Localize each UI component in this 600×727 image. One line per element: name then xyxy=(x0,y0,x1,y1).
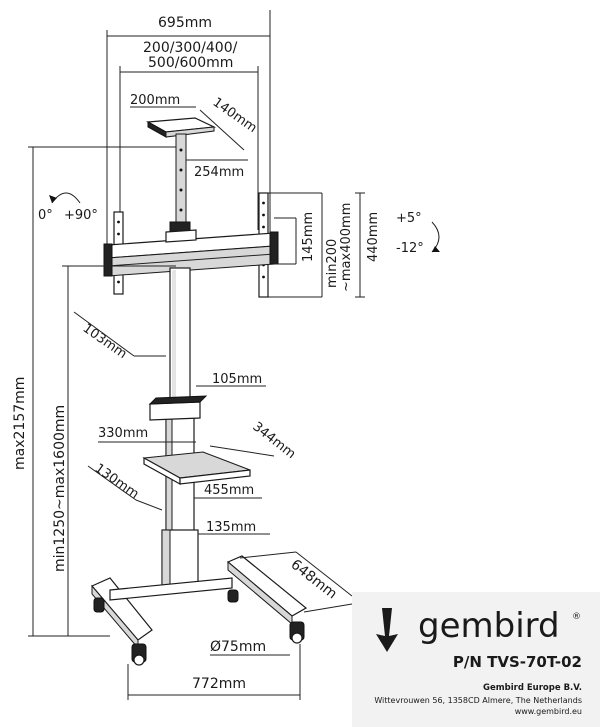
brand-registered-mark: ® xyxy=(572,612,581,622)
wheel-back-left xyxy=(93,597,105,613)
rotate-zero-label: 0° xyxy=(38,208,53,223)
dim-105-label: 105mm xyxy=(212,372,262,387)
wheel-front-left xyxy=(131,643,147,666)
brand-panel xyxy=(352,592,600,727)
rotate-ninety-label: +90° xyxy=(64,208,98,223)
bracket-height-label: 440mm xyxy=(366,212,381,262)
wheel-back-right xyxy=(227,589,239,603)
dim-330-label: 330mm xyxy=(98,426,148,441)
overall-width-dimension: 695mm xyxy=(106,10,271,250)
tilt-indicator: +5° -12° xyxy=(396,211,440,256)
part-number: P/N TVS-70T-02 xyxy=(452,653,582,671)
shelf-width-label: 200mm xyxy=(130,93,180,108)
dim-130-label: 130mm xyxy=(92,461,142,502)
company-address: Wittevrouwen 56, 1358CD Almere, The Neth… xyxy=(374,696,582,705)
middle-shelf xyxy=(142,451,251,486)
bracket-range-line2: ~max400mm xyxy=(339,203,354,292)
tilt-up-label: +5° xyxy=(396,211,422,226)
wheel-diameter-label: Ø75mm xyxy=(210,639,266,655)
bracket-range-line1: min200 xyxy=(325,239,340,288)
column xyxy=(161,267,199,591)
bracket-145-label: 145mm xyxy=(301,212,316,262)
wheel-front-right xyxy=(289,621,305,644)
base-depth-label: 648mm xyxy=(288,557,340,603)
tilt-down-label: -12° xyxy=(396,241,424,256)
vesa-dimension: 200/300/400/ 500/600mm xyxy=(119,40,259,230)
vesa-label-line1: 200/300/400/ xyxy=(143,40,238,56)
center-height-label: min1250~max1600mm xyxy=(52,405,68,572)
shelf-depth-label: 140mm xyxy=(210,95,260,136)
max-height-label: max2157mm xyxy=(12,377,28,470)
overall-width-label: 695mm xyxy=(158,15,212,31)
tv-bracket xyxy=(103,192,279,298)
dim-103-label: 103mm xyxy=(80,321,130,362)
shelf-height-label: 254mm xyxy=(194,165,244,180)
brand-wordmark: gembird xyxy=(418,606,560,646)
rotation-indicator: 0° +90° xyxy=(38,192,98,223)
gembird-arrow-icon xyxy=(376,608,398,652)
vesa-label-line2: 500/600mm xyxy=(148,55,233,71)
top-shelf xyxy=(145,117,217,233)
company-name: Gembird Europe B.V. xyxy=(483,683,582,693)
company-website: www.gembird.eu xyxy=(514,707,582,716)
base-width-label: 772mm xyxy=(192,676,246,692)
top-shelf-dimensions: 200mm 140mm 254mm xyxy=(130,93,259,180)
bracket-right-dimensions: 145mm min200 ~max400mm 440mm xyxy=(268,192,381,298)
dim-455-label: 455mm xyxy=(204,483,254,498)
base xyxy=(91,555,308,666)
column-clamp xyxy=(148,395,208,421)
dim-135-label: 135mm xyxy=(206,520,256,535)
